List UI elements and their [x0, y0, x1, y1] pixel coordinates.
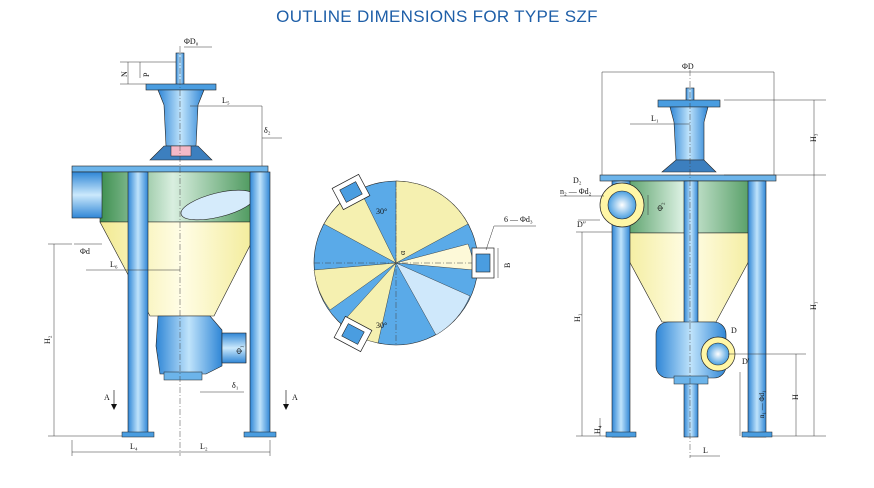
inlet-pipe [71, 171, 103, 219]
label-angle-bottom: 30° [376, 321, 387, 330]
label-h2: H₂ [43, 335, 52, 344]
label-l6: L₆ [110, 260, 118, 269]
label-p: P [142, 72, 151, 77]
label-d-prime-prime: D″ [577, 220, 586, 229]
label-a-right: A [292, 393, 298, 402]
tank-cone [99, 221, 263, 317]
label-phi-d: Φd [80, 247, 90, 256]
label-phi-d-right: ΦD [682, 62, 694, 71]
right-top-flange [657, 99, 721, 108]
coupling [170, 145, 192, 157]
label-n: N [120, 71, 129, 77]
pump-outlet [221, 332, 247, 364]
label-d-prime: D′ [742, 357, 750, 366]
label-phi-d1: Φ₁ [235, 345, 244, 354]
section-view: 30° 30° α 6 — Φd₃ B [313, 173, 536, 353]
label-delta1: δ₁ [232, 381, 239, 390]
top-plate [71, 165, 269, 173]
label-h3: H₃ [809, 133, 818, 142]
pump-bottom-flange [163, 371, 203, 381]
label-phi-d0: ΦD₀ [184, 37, 199, 46]
label-h: H [791, 394, 800, 400]
label-a-left: A [104, 393, 110, 402]
label-d: D [731, 326, 737, 335]
top-flange [145, 83, 217, 91]
right-view: ΦD L₁ H₃ D₂ n₂ — Φd₂ D″ Φ₂ H₁ H₁ D D′ n₁… [560, 62, 826, 458]
label-l1: L₁ [651, 114, 659, 123]
right-center-column [683, 180, 699, 438]
clamp-right [471, 247, 495, 279]
label-l: L [703, 446, 708, 455]
label-h1-right: H₁ [809, 301, 818, 310]
label-delta2: δ₂ [264, 126, 271, 135]
foot-right [243, 431, 277, 438]
label-b: B [503, 263, 512, 268]
label-l5: L₅ [222, 96, 230, 105]
label-n1: n₁ — Φd₁ [758, 391, 766, 419]
label-l4: L₄ [130, 442, 138, 451]
right-top-plate [599, 174, 777, 182]
foot-left [121, 431, 155, 438]
bearing-housing [157, 89, 205, 147]
label-alpha: α [398, 250, 407, 255]
leg-right [249, 171, 271, 437]
label-phi-small: Φ₂ [656, 202, 665, 211]
label-angle-top: 30° [376, 207, 387, 216]
label-n2: n₂ — Φd₂ [560, 187, 592, 196]
clamp-top [331, 173, 371, 211]
right-bearing-housing [669, 106, 709, 161]
label-d2: D₂ [573, 176, 582, 185]
leg-left [127, 171, 149, 437]
left-view: ΦD₀ N P L₅ δ₂ Φd L₆ H₂ Φ₁ δ₁ A A L₄ L₂ [43, 37, 298, 456]
clamp-bottom [333, 315, 373, 353]
label-h4: H₄ [593, 425, 602, 434]
label-bolts: 6 — Φd₃ [504, 215, 533, 224]
page-title: OUTLINE DIMENSIONS FOR TYPE SZF [276, 7, 598, 26]
pump-casing [155, 315, 223, 375]
label-l2: L₂ [200, 442, 208, 451]
label-h1-left: H₁ [573, 313, 582, 322]
